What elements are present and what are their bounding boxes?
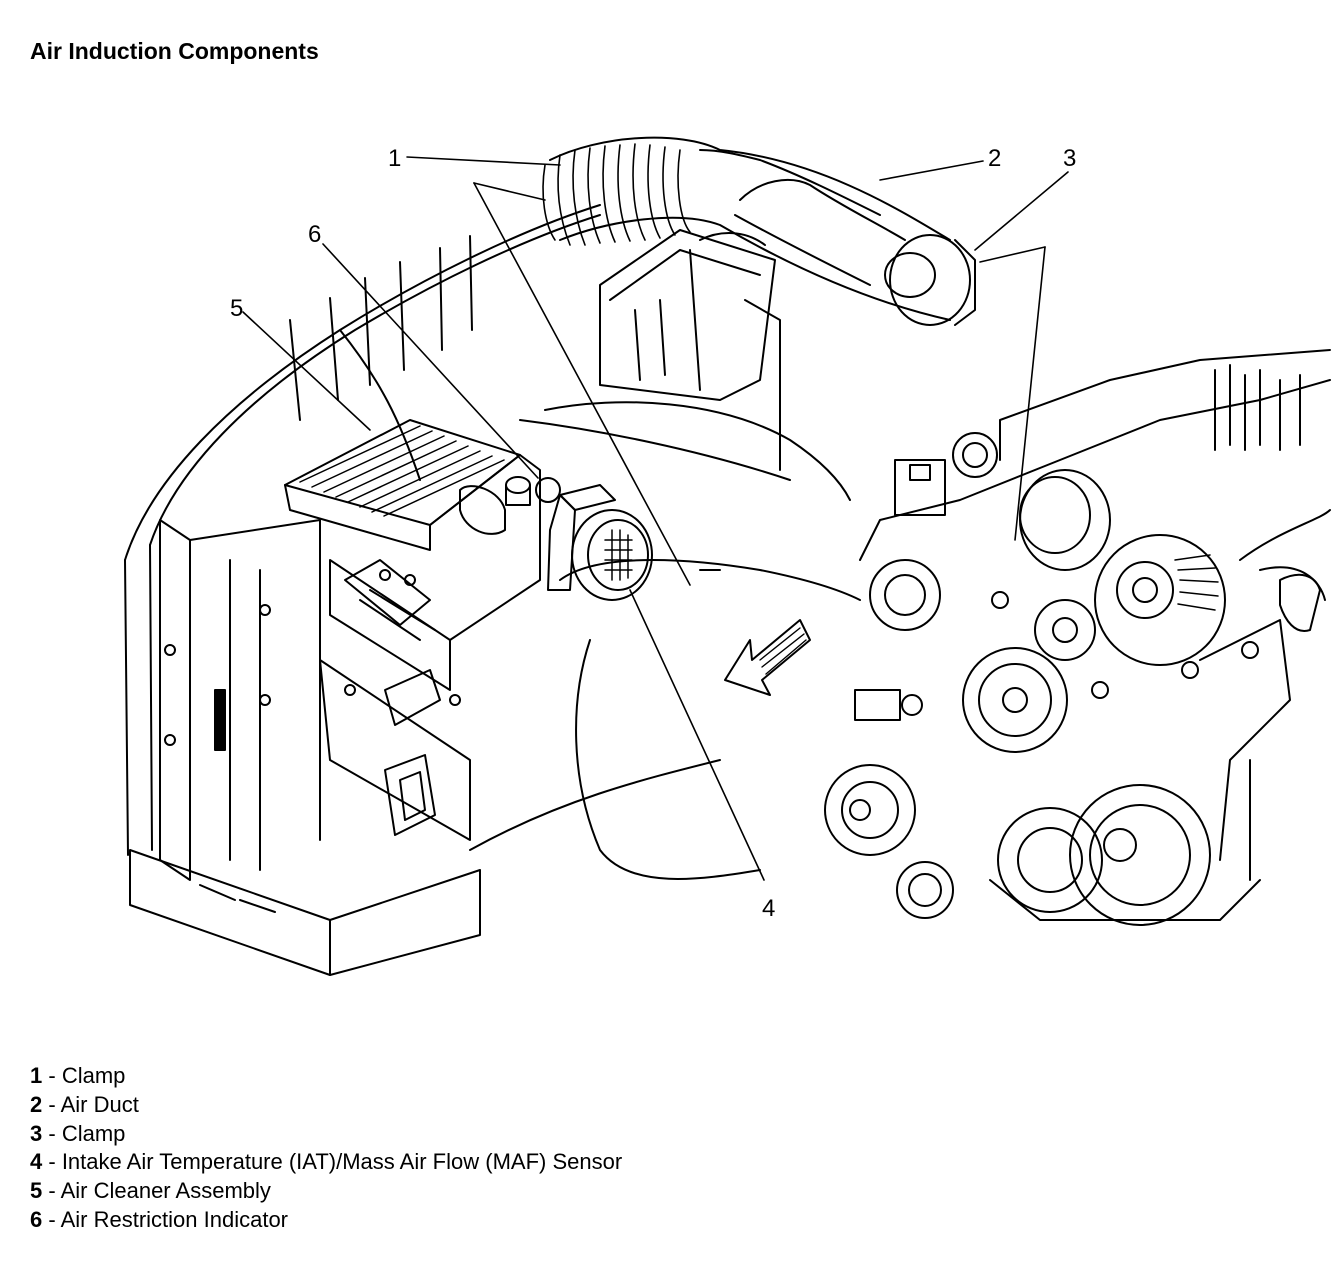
callout-1: 1 (388, 145, 401, 172)
component-legend: 1 - Clamp 2 - Air Duct 3 - Clamp 4 - Int… (30, 1062, 622, 1235)
callout-5: 5 (230, 295, 243, 322)
legend-label: Air Cleaner Assembly (60, 1178, 271, 1204)
legend-separator: - (42, 1149, 62, 1175)
legend-label: Clamp (61, 1063, 126, 1088)
maf-sensor (547, 484, 653, 601)
direction-arrow (724, 619, 811, 696)
legend-label: Clamp (61, 1120, 126, 1146)
legend-item: 6 - Air Restriction Indicator (30, 1206, 622, 1235)
air-cleaner-assembly (284, 419, 541, 841)
callout-3: 3 (1063, 145, 1076, 172)
cleaner-outlet (459, 485, 506, 535)
fender-outline (124, 204, 601, 856)
legend-number: 5 (30, 1178, 43, 1204)
air-duct (549, 136, 976, 326)
legend-label: Intake Air Temperature (IAT)/Mass Air Fl… (61, 1149, 623, 1175)
legend-item: 1 - Clamp (30, 1062, 622, 1091)
legend-item: 2 - Air Duct (30, 1091, 622, 1120)
legend-item: 5 - Air Cleaner Assembly (30, 1177, 622, 1206)
legend-separator: - (42, 1178, 61, 1204)
legend-separator: - (42, 1091, 61, 1117)
legend-separator: - (42, 1120, 62, 1146)
legend-number: 4 (30, 1149, 43, 1175)
air-restriction-indicator (505, 476, 561, 506)
resonator (599, 229, 781, 471)
legend-item: 3 - Clamp (30, 1120, 622, 1149)
legend-label: Air Duct (60, 1091, 139, 1117)
radiator-support (129, 519, 481, 976)
callout-6: 6 (308, 221, 321, 248)
legend-number: 3 (30, 1120, 43, 1146)
legend-number: 6 (30, 1206, 43, 1232)
legend-number: 1 (30, 1063, 43, 1088)
page-title: Air Induction Components (30, 38, 319, 64)
legend-separator: - (42, 1063, 62, 1088)
clamp-1 (542, 143, 691, 246)
wheel-well (469, 401, 861, 880)
leader-lines (242, 156, 1069, 881)
legend-number: 2 (30, 1091, 43, 1117)
legend-item: 4 - Intake Air Temperature (IAT)/Mass Ai… (30, 1148, 622, 1177)
legend-label: Air Restriction Indicator (60, 1206, 289, 1232)
engine-assembly (824, 349, 1331, 926)
callout-4: 4 (762, 895, 775, 922)
legend-separator: - (42, 1206, 61, 1232)
callout-2: 2 (988, 145, 1001, 172)
